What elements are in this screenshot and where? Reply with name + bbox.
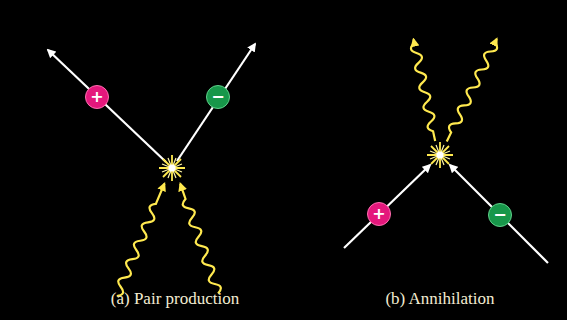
charge-sign: + bbox=[372, 206, 385, 222]
electron-track bbox=[450, 165, 548, 263]
positron-track bbox=[48, 50, 166, 162]
electron-particle: − bbox=[206, 85, 230, 109]
photon-wave bbox=[409, 38, 439, 142]
photon-wave bbox=[176, 182, 222, 295]
panel-caption: (b) Annihilation bbox=[385, 289, 494, 309]
positron-particle: + bbox=[85, 85, 109, 109]
electron-track bbox=[177, 44, 255, 161]
photon-wave bbox=[443, 37, 501, 143]
positron-track bbox=[344, 165, 430, 248]
panel-caption: (a) Pair production bbox=[111, 289, 239, 309]
charge-sign: + bbox=[90, 89, 103, 105]
interaction-burst bbox=[159, 155, 185, 181]
interaction-burst bbox=[427, 142, 453, 168]
photon-wave bbox=[113, 182, 169, 298]
electron-particle: − bbox=[488, 203, 512, 227]
charge-sign: − bbox=[493, 207, 506, 223]
positron-particle: + bbox=[367, 202, 391, 226]
charge-sign: − bbox=[211, 89, 224, 105]
